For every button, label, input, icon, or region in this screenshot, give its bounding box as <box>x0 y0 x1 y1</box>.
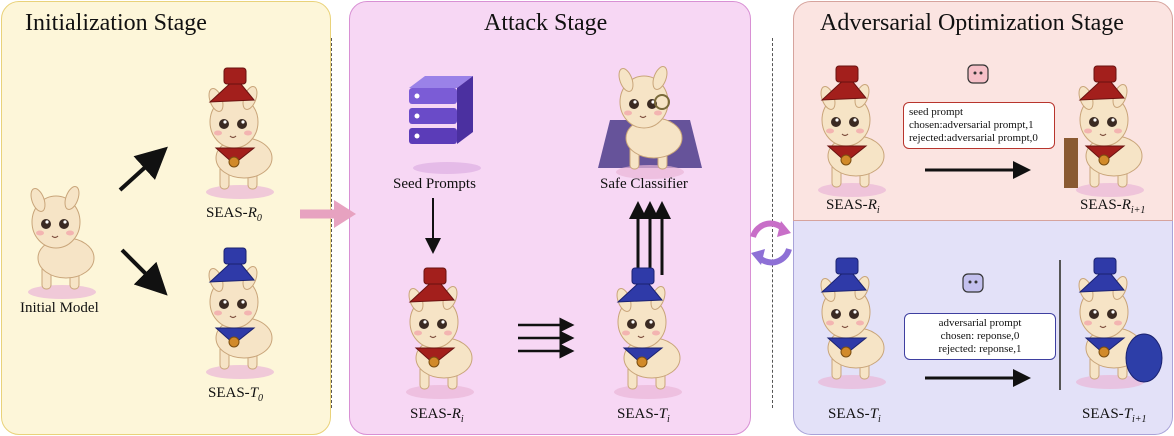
seas-ri-attack-alpaca <box>405 267 475 400</box>
safe-classifier-label: Safe Classifier <box>600 176 688 192</box>
init-arrow-up <box>118 146 168 192</box>
seas-ti-adv-alpaca <box>817 257 887 390</box>
seas-ri-attack-label: SEAS-Ri <box>410 406 464 425</box>
seas-ti-adv-label: SEAS-Ti <box>828 406 881 425</box>
seas-ti-attack-label: SEAS-Ti <box>617 406 670 425</box>
seed-prompts-label: Seed Prompts <box>393 176 476 192</box>
red-preference-box: seed prompt chosen:adversarial prompt,1 … <box>903 102 1055 149</box>
attack-stage-panel <box>349 1 751 435</box>
database-icon <box>409 76 481 174</box>
initialization-stage-title: Initialization Stage <box>25 10 207 36</box>
blue-preference-box: adversarial prompt chosen: reponse,0 rej… <box>904 313 1056 360</box>
box-line: seed prompt <box>909 106 964 118</box>
initial-model-label: Initial Model <box>20 300 99 316</box>
box-line: chosen:adversarial prompt,1 <box>909 119 1034 131</box>
initial-model-alpaca <box>27 184 97 300</box>
attack-stage-title: Attack Stage <box>484 10 608 36</box>
seas-ti1-adv-label: SEAS-Ti+1 <box>1082 406 1147 425</box>
box-line: adversarial prompt <box>938 317 1022 329</box>
chat-icon <box>962 273 984 293</box>
seas-ri1-adv-label: SEAS-Ri+1 <box>1080 197 1146 216</box>
seas-t0-alpaca <box>205 247 275 380</box>
seas-r0-label: SEAS-R0 <box>206 205 262 224</box>
init-arrow-down <box>120 248 168 296</box>
adversarial-stage-title: Adversarial Optimization Stage <box>820 10 1124 36</box>
seas-t0-label: SEAS-T0 <box>208 385 264 404</box>
cycle-icon <box>750 220 792 266</box>
seas-r0-alpaca <box>205 67 275 200</box>
safe-classifier-alpaca <box>598 64 702 180</box>
seas-ti1-adv-alpaca <box>1059 257 1163 390</box>
box-line: rejected: reponse,1 <box>938 343 1022 355</box>
seas-ti-attack-alpaca <box>613 267 683 400</box>
stage-divider <box>331 38 332 408</box>
seas-ri1-adv-alpaca <box>1064 65 1145 198</box>
seas-ri-adv-label: SEAS-Ri <box>826 197 880 216</box>
chat-icon <box>967 64 989 84</box>
box-line: chosen: reponse,0 <box>940 330 1020 342</box>
box-line: rejected:adversarial prompt,0 <box>909 132 1038 144</box>
seas-ri-adv-alpaca <box>817 65 887 198</box>
